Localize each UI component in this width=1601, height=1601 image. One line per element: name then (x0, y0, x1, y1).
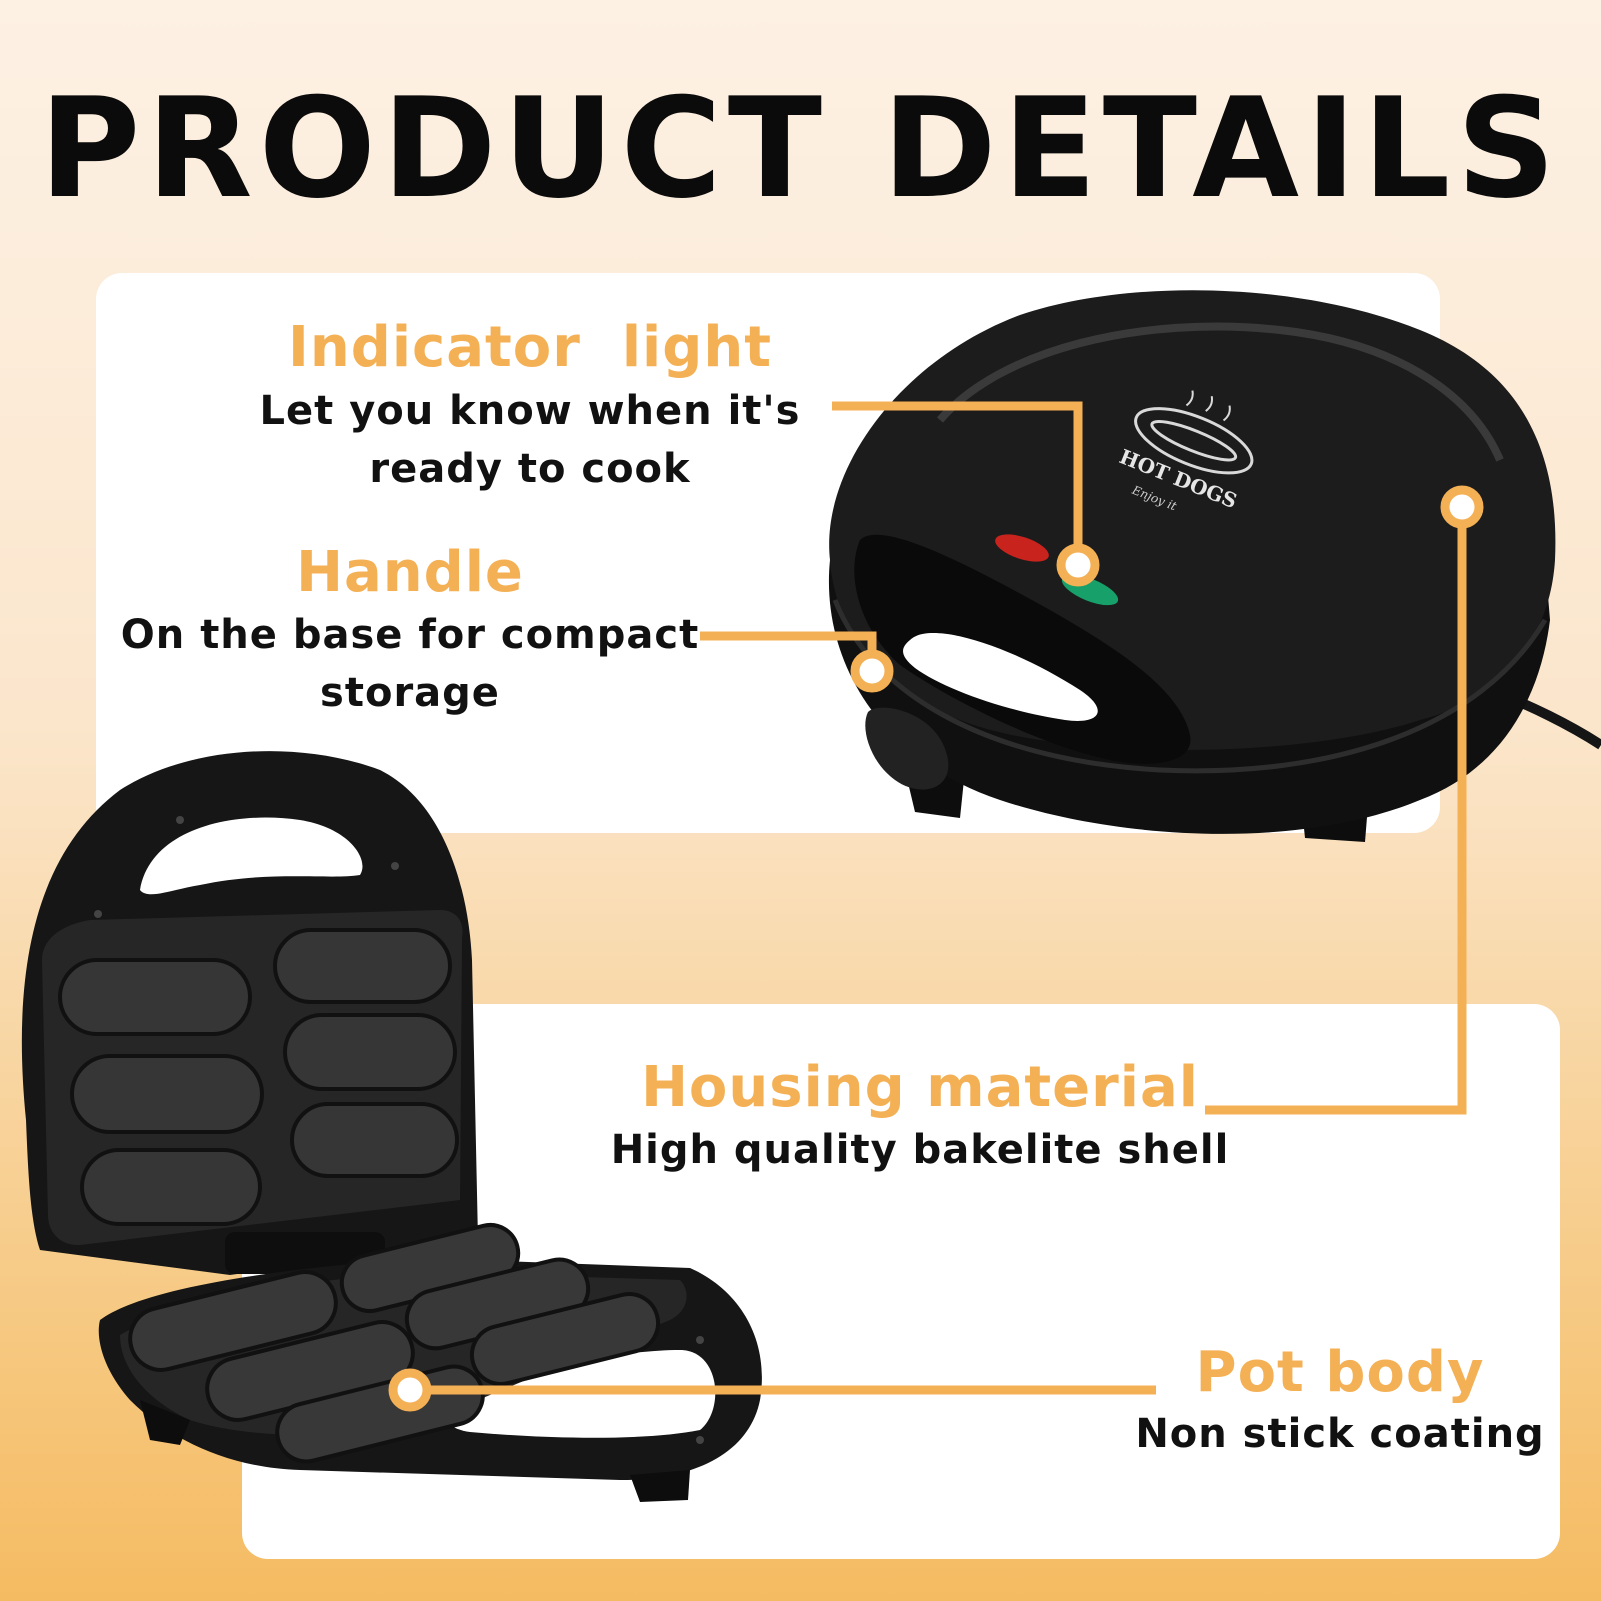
lid-handle-opening (140, 817, 363, 895)
top-plate-well (283, 1013, 457, 1091)
indicator-description-line2: ready to cook (369, 446, 691, 492)
indicator-heading: Indicator light (288, 315, 772, 380)
bottom-plate-well (128, 1270, 338, 1372)
pot-marker-dot (388, 1368, 432, 1412)
top-plate-well (58, 958, 252, 1036)
bottom-plate-well (469, 1292, 661, 1386)
top-plate-well (80, 1148, 262, 1226)
top-plate-well (273, 928, 452, 1004)
handle-description-line1: On the base for compact (120, 612, 700, 658)
top-plate-well (70, 1054, 264, 1134)
red-indicator-light (995, 534, 1049, 562)
handle-cap (865, 707, 949, 790)
appliance-foot (140, 1400, 190, 1445)
handle-heading: Handle (296, 540, 524, 605)
pot-heading: Pot body (1195, 1340, 1485, 1405)
housing-description: High quality bakelite shell (610, 1127, 1230, 1173)
handle-description-line2: storage (320, 670, 500, 716)
indicator-connector-line (832, 401, 1083, 565)
appliance-foot (630, 1470, 690, 1502)
handle-opening (903, 633, 1098, 721)
housing-marker-dot (1440, 485, 1484, 529)
page-title: PRODUCT DETAILS (39, 68, 1562, 229)
handle-marker-dot (850, 649, 894, 693)
indicator-description-line1: Let you know when it's (259, 388, 801, 434)
housing-connector-line (1205, 507, 1467, 1115)
housing-heading: Housing material (641, 1055, 1199, 1120)
top-plate-well (290, 1102, 459, 1178)
handle-connector-line (700, 631, 877, 671)
appliance-handle (854, 534, 1191, 764)
lid-highlight (936, 322, 1504, 462)
hinge (225, 1232, 385, 1274)
pot-description: Non stick coating (1135, 1411, 1545, 1457)
indicator-marker-dot (1056, 543, 1100, 587)
